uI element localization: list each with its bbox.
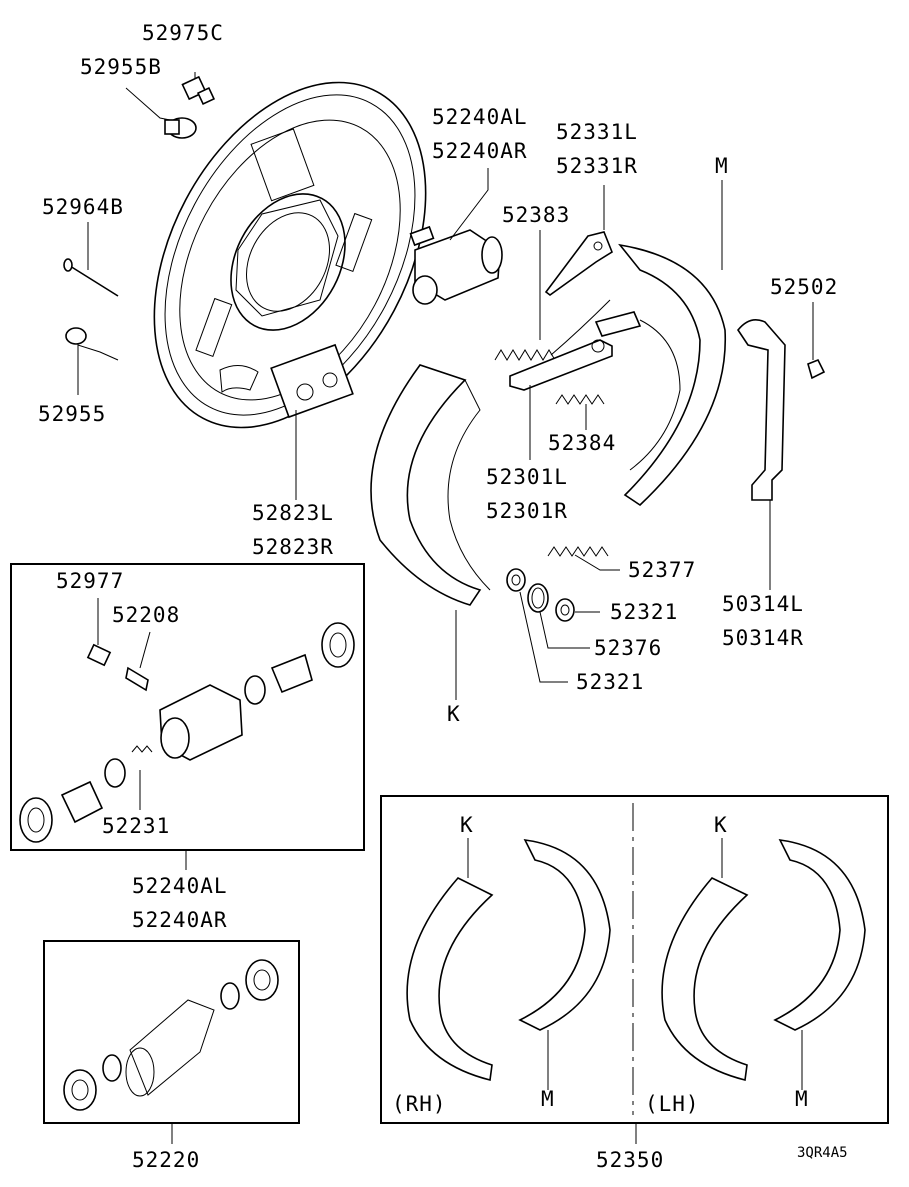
label-52331L: 52331L bbox=[556, 120, 638, 144]
clip-52502 bbox=[807, 358, 826, 380]
bolt-52964B bbox=[63, 258, 119, 297]
leader-lines bbox=[77, 72, 814, 700]
label-set-K-lh: K bbox=[714, 813, 728, 837]
label-52240AR-bottom: 52240AR bbox=[132, 908, 228, 932]
label-52240AR: 52240AR bbox=[432, 139, 528, 163]
label-52823L: 52823L bbox=[252, 501, 334, 525]
shoe-set-box bbox=[380, 795, 889, 1124]
shoe-M bbox=[618, 243, 727, 507]
spring-52384 bbox=[555, 394, 605, 405]
label-50314L: 50314L bbox=[722, 592, 804, 616]
adjuster-strut-52301 bbox=[509, 311, 642, 391]
shoe-set-lh bbox=[661, 839, 866, 1081]
label-52977: 52977 bbox=[56, 569, 124, 593]
washer-52321b bbox=[555, 598, 575, 622]
label-52955: 52955 bbox=[38, 402, 106, 426]
backing-plate bbox=[153, 81, 427, 429]
parking-lever-50314 bbox=[737, 319, 786, 501]
label-52955B: 52955B bbox=[80, 55, 162, 79]
bleeder-screw-52955B bbox=[164, 117, 197, 139]
label-52350: 52350 bbox=[596, 1148, 664, 1172]
label-RH: (RH) bbox=[392, 1092, 447, 1116]
adjuster-lever-52331 bbox=[544, 231, 613, 296]
diagram-code: 3QR4A5 bbox=[797, 1145, 848, 1161]
label-52975C: 52975C bbox=[142, 21, 224, 45]
label-52331R: 52331R bbox=[556, 154, 638, 178]
label-52240AL-bottom: 52240AL bbox=[132, 874, 228, 898]
label-52321-b: 52321 bbox=[576, 670, 644, 694]
label-52220: 52220 bbox=[132, 1148, 200, 1172]
wheel-cylinder-top bbox=[409, 225, 503, 305]
plug-52955 bbox=[65, 327, 87, 345]
spring-52377 bbox=[547, 546, 609, 557]
shoe-set-leaders bbox=[467, 838, 803, 1144]
label-52377: 52377 bbox=[628, 558, 696, 582]
cylinder-repair-kit-box bbox=[43, 940, 300, 1124]
label-52301R: 52301R bbox=[486, 499, 568, 523]
repair-kit-parts bbox=[63, 959, 279, 1111]
label-52376: 52376 bbox=[594, 636, 662, 660]
shoe-K bbox=[370, 364, 491, 606]
spring-52376 bbox=[527, 583, 549, 613]
label-52384: 52384 bbox=[548, 431, 616, 455]
label-52208: 52208 bbox=[112, 603, 180, 627]
label-52231: 52231 bbox=[102, 814, 170, 838]
label-50314R: 50314R bbox=[722, 626, 804, 650]
backing-plate-pad bbox=[270, 343, 354, 419]
label-52964B: 52964B bbox=[42, 195, 124, 219]
label-M-top: M bbox=[715, 154, 729, 178]
wheel-cylinder-kit-box bbox=[10, 563, 365, 851]
label-set-M-rh: M bbox=[541, 1087, 555, 1111]
bleeder-cap-52975C bbox=[181, 75, 216, 106]
spring-52383 bbox=[494, 299, 611, 361]
wheel-cylinder-exploded bbox=[19, 622, 355, 843]
label-52502: 52502 bbox=[770, 275, 838, 299]
label-set-K-rh: K bbox=[460, 813, 474, 837]
box-leaders bbox=[97, 598, 187, 870]
label-set-M-lh: M bbox=[795, 1087, 809, 1111]
washer-52321a bbox=[506, 568, 526, 592]
shoe-set-rh bbox=[406, 839, 611, 1081]
label-52301L: 52301L bbox=[486, 465, 568, 489]
label-52321-a: 52321 bbox=[610, 600, 678, 624]
label-K-top: K bbox=[447, 702, 461, 726]
label-52383: 52383 bbox=[502, 203, 570, 227]
label-LH: (LH) bbox=[645, 1092, 700, 1116]
label-52823R: 52823R bbox=[252, 535, 334, 559]
label-52240AL: 52240AL bbox=[432, 105, 528, 129]
